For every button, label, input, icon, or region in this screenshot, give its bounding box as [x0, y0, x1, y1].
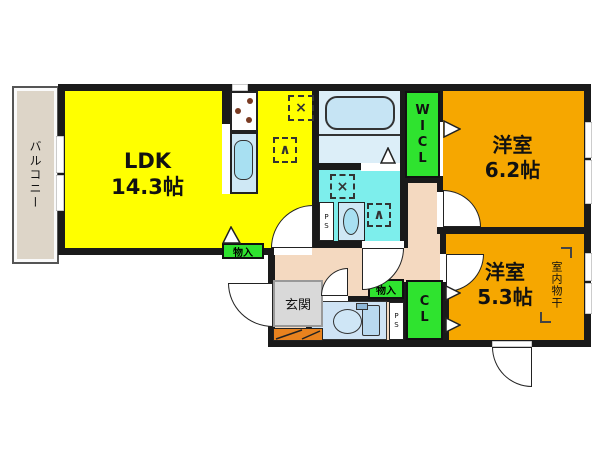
drying-bracket-bottom [540, 312, 551, 323]
entrance-step-hatch [275, 329, 321, 340]
window-kitchen-top [232, 84, 248, 91]
kitchen-sink [234, 140, 253, 180]
kitchen-side-panel [222, 124, 230, 194]
entrance-hall: 玄関 [273, 280, 323, 327]
wall-ldk-bottom [58, 248, 274, 255]
storage-ldk-door-triangle [222, 226, 241, 244]
room1-door-gap [437, 192, 443, 227]
wall-rooms-divider [437, 227, 591, 234]
bedroom2-name: 洋室 [485, 260, 525, 284]
balcony-label: バルコニー [28, 140, 42, 210]
closet: CL [406, 280, 443, 340]
drying-bracket-top [561, 247, 572, 258]
entrance-label: 玄関 [284, 298, 311, 313]
bedroom1-size: 6.2帖 [484, 158, 541, 182]
hanger-mark-2: ∧ [373, 207, 385, 223]
wall-right [584, 84, 591, 347]
wall-toilet-top-b [348, 296, 404, 302]
wicl-label: WICL [415, 102, 430, 167]
entrance-door-arc [228, 283, 273, 327]
refrigerator-space: × [288, 95, 314, 121]
cl-door-triangle-2 [445, 317, 461, 333]
bedroom2-size: 5.3帖 [477, 285, 533, 309]
ldk-label: LDK 14.3帖 [75, 148, 220, 201]
wall-ldk-bath [312, 91, 319, 248]
kitchen-stove [230, 91, 258, 132]
storage-hall-label: 物入 [376, 285, 396, 297]
hallway-corner [404, 248, 446, 282]
cl-door-triangle-1 [445, 285, 461, 301]
washroom-door-gap [362, 241, 404, 248]
indoor-drying-note: 室内物干 [540, 247, 572, 323]
cl-label: CL [417, 294, 432, 326]
stove-burner-3 [246, 117, 252, 123]
window-balcony-2 [56, 175, 64, 211]
bedroom1-name: 洋室 [492, 133, 533, 157]
ps-washroom-label: PS [322, 212, 331, 231]
toilet-door-gap [322, 296, 348, 302]
wall-wicl-bottom [400, 176, 443, 183]
wall-bottom [268, 340, 591, 347]
ldk-door-gap [274, 248, 312, 255]
room2-door-gap [440, 254, 446, 282]
room2-exterior-door-threshold [492, 341, 532, 347]
entrance-step [273, 328, 323, 341]
wash-basin-bowl [343, 208, 359, 235]
wall-wicl-room-b [437, 176, 443, 192]
bath-divider-line [319, 134, 400, 136]
bedroom1-label: 洋室 6.2帖 [445, 133, 580, 183]
hanger-mark-1: ∧ [279, 142, 291, 158]
stove-burner-1 [247, 98, 253, 104]
window-balcony-1 [56, 136, 64, 173]
wall-wicl-room-a [437, 91, 443, 122]
bath-door-threshold [361, 163, 400, 171]
washroom-door-arc [362, 248, 404, 290]
wall-top [58, 84, 591, 91]
wall-kitchen-stub [222, 91, 230, 124]
room2-exterior-door-arc [492, 347, 532, 387]
window-room2-b [585, 283, 592, 314]
ps-toilet-label: PS [392, 312, 401, 330]
wall-wash-bottom [312, 241, 362, 248]
window-room2-a [585, 253, 592, 281]
ldk-room [65, 91, 312, 248]
wicl-door-gap [437, 122, 443, 176]
toilet-cistern [356, 303, 368, 310]
pipe-space-washroom: PS [319, 202, 334, 241]
pipe-space-toilet: PS [389, 302, 404, 340]
toilet-tank [362, 305, 380, 336]
bathtub [325, 96, 395, 130]
window-room1-a [585, 122, 592, 158]
wicl-door-triangle [443, 120, 461, 138]
wall-bath-wicl [400, 91, 408, 248]
bedroom-5-3 [446, 234, 584, 340]
wall-room2-door-nub [440, 234, 446, 254]
storage-ldk: 物入 [222, 243, 264, 259]
bedroom2-label: 洋室 5.3帖 [440, 260, 570, 310]
washer-mark: × [336, 178, 349, 195]
storage-ldk-label: 物入 [233, 247, 253, 259]
wall-cl-right [443, 282, 449, 340]
walk-in-closet: WICL [405, 91, 440, 178]
ldk-hanger-space: ∧ [273, 137, 297, 163]
stove-burner-2 [235, 108, 241, 114]
toilet-bowl [333, 309, 362, 334]
bath-door-triangle [380, 147, 396, 164]
wall-cl-left [402, 282, 408, 340]
wall-bath-wash [319, 163, 361, 170]
washroom-hanger-space: ∧ [367, 203, 391, 227]
ldk-size: 14.3帖 [111, 175, 184, 200]
indoor-drying-label: 室内物干 [550, 261, 563, 309]
washing-machine-space: × [330, 174, 355, 199]
ldk-name: LDK [123, 149, 172, 173]
refrigerator-mark: × [295, 100, 307, 116]
window-room1-b [585, 160, 592, 204]
balcony-area: バルコニー [12, 86, 59, 264]
